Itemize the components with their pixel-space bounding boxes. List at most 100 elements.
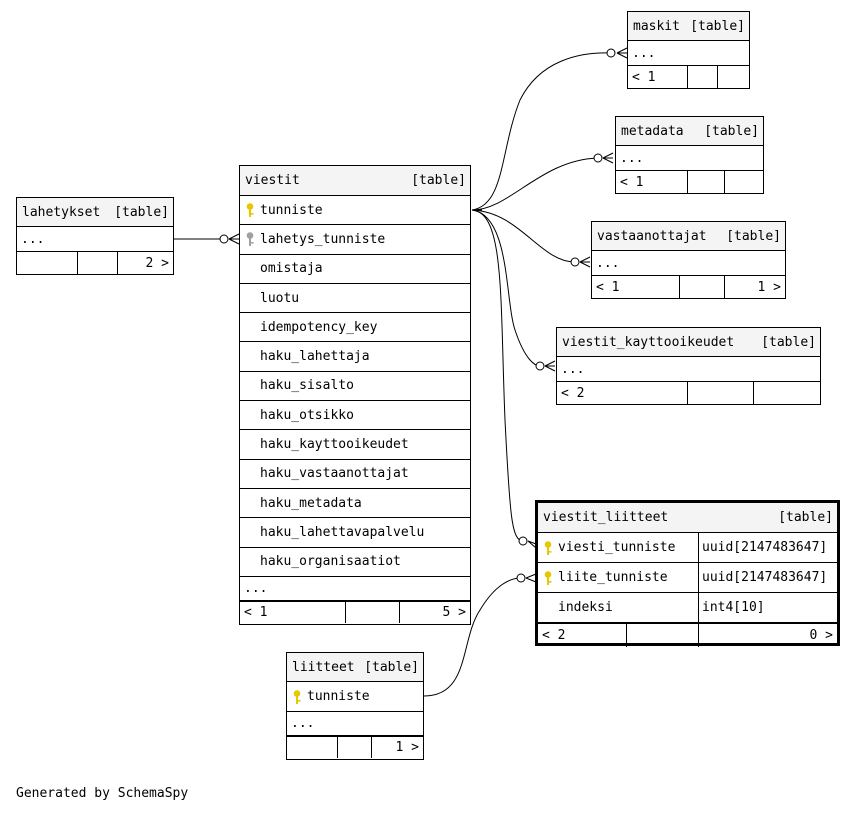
column-name: tunniste: [260, 202, 323, 218]
table-header: vastaanottajat [table]: [592, 222, 785, 251]
column-name: haku_otsikko: [260, 407, 354, 423]
column-row[interactable]: haku_kayttooikeudet: [240, 430, 470, 460]
column-type: uuid[2147483647]: [702, 570, 828, 585]
edge-viestit-metadata: [471, 157, 599, 211]
column-row-viesti-tunniste[interactable]: viesti_tunniste uuid[2147483647]: [538, 533, 837, 563]
table-footer: < 2: [557, 382, 820, 404]
table-type: [table]: [778, 510, 833, 525]
foot-children: 5 >: [442, 604, 466, 620]
table-type: [table]: [690, 18, 745, 34]
foot-children: 2 >: [145, 255, 169, 271]
table-header: viestit [table]: [240, 166, 470, 196]
edge-viestit-kayttooikeudet: [471, 209, 541, 367]
table-metadata[interactable]: metadata [table] ... < 1: [615, 116, 764, 194]
column-name: omistaja: [260, 261, 323, 277]
ellipsis-row: ...: [240, 577, 470, 601]
table-footer: < 1: [628, 66, 749, 88]
column-row-tunniste[interactable]: tunniste: [287, 682, 423, 712]
key-icon: [538, 540, 558, 556]
column-name: luotu: [260, 290, 300, 306]
table-header: liitteet [table]: [287, 653, 423, 682]
table-header: metadata [table]: [616, 117, 763, 146]
column-name: haku_organisaatiot: [260, 554, 401, 570]
table-type: [table]: [726, 228, 781, 244]
table-header: viestit_liitteet [table]: [538, 503, 837, 533]
column-row[interactable]: haku_otsikko: [240, 401, 470, 431]
column-name: lahetys_tunniste: [260, 231, 386, 247]
column-row[interactable]: haku_organisaatiot: [240, 548, 470, 577]
edge-viestit-liitteet-viesti: [471, 209, 524, 542]
column-type: int4[10]: [702, 600, 765, 615]
column-name: haku_metadata: [260, 495, 362, 511]
foot-children: 1 >: [395, 740, 419, 755]
table-viestit-kayttooikeudet[interactable]: viestit_kayttooikeudet [table] ... < 2: [556, 327, 821, 405]
table-name: viestit: [245, 173, 300, 188]
column-row[interactable]: haku_lahettaja: [240, 342, 470, 372]
column-row-liite-tunniste[interactable]: liite_tunniste uuid[2147483647]: [538, 563, 837, 593]
table-footer: 1 >: [287, 736, 423, 758]
key-icon: [240, 202, 260, 218]
table-maskit[interactable]: maskit [table] ... < 1: [627, 11, 750, 89]
column-row-lahetys-tunniste[interactable]: lahetys_tunniste: [240, 225, 470, 255]
foot-children: [718, 66, 749, 88]
column-name: viesti_tunniste: [558, 540, 676, 555]
foot-columns: [688, 66, 718, 88]
ellipsis-row: ...: [287, 712, 423, 736]
table-liitteet[interactable]: liitteet [table] tunniste ... 1 >: [286, 652, 424, 760]
table-name: viestit_liitteet: [543, 510, 669, 525]
table-type: [table]: [364, 659, 419, 675]
foot-children: 1 >: [757, 279, 781, 295]
ellipsis-row: ...: [616, 146, 763, 171]
table-vastaanottajat[interactable]: vastaanottajat [table] ... < 1 1 >: [591, 221, 786, 299]
column-name: haku_lahettavapalvelu: [260, 524, 425, 540]
column-row[interactable]: luotu: [240, 284, 470, 314]
foot-parents: < 1: [616, 171, 688, 193]
foot-columns: [338, 737, 372, 758]
edge-liitteet-viestit-liitteet: [423, 577, 522, 697]
column-row[interactable]: haku_metadata: [240, 489, 470, 519]
ellipsis-row: ...: [17, 227, 173, 252]
foot-columns: [688, 171, 725, 193]
column-row[interactable]: haku_lahettavapalvelu: [240, 518, 470, 548]
foot-children: [725, 171, 763, 193]
table-lahetykset[interactable]: lahetykset [table] ... 2 >: [16, 197, 174, 275]
table-name: vastaanottajat: [597, 228, 707, 244]
table-type: [table]: [411, 173, 466, 188]
table-name: maskit: [633, 18, 680, 34]
foot-parents: < 1: [592, 276, 680, 298]
column-row-tunniste[interactable]: tunniste: [240, 196, 470, 226]
ellipsis-row: ...: [592, 251, 785, 276]
table-header: lahetykset [table]: [17, 198, 173, 227]
column-row[interactable]: idempotency_key: [240, 313, 470, 343]
foot-columns: [688, 382, 754, 404]
key-icon: [287, 689, 307, 705]
foot-parents: [17, 252, 78, 274]
column-name: haku_vastaanottajat: [260, 466, 409, 482]
foot-parents: < 1: [240, 601, 346, 623]
table-header: viestit_kayttooikeudet [table]: [557, 328, 820, 357]
key-icon: [538, 570, 558, 586]
column-name: tunniste: [307, 689, 370, 704]
foot-columns: [346, 601, 400, 623]
table-name: viestit_kayttooikeudet: [562, 334, 735, 350]
edge-viestit-maskit: [471, 52, 612, 211]
column-name: haku_sisalto: [260, 378, 354, 394]
column-name: haku_lahettaja: [260, 349, 370, 365]
foot-parents: < 1: [628, 66, 688, 88]
foot-columns: [78, 252, 118, 274]
column-row[interactable]: haku_vastaanottajat: [240, 460, 470, 489]
column-name: idempotency_key: [260, 319, 378, 335]
foot-parents: [287, 737, 338, 758]
table-viestit-liitteet[interactable]: viestit_liitteet [table] viesti_tunniste…: [535, 500, 840, 647]
column-row-indeksi[interactable]: indeksi int4[10]: [538, 593, 837, 623]
foot-children: [754, 382, 820, 404]
column-row[interactable]: omistaja: [240, 255, 470, 284]
table-footer: < 1: [616, 171, 763, 193]
column-name: liite_tunniste: [558, 570, 668, 585]
foot-parents: < 2: [557, 382, 688, 404]
foot-columns: [627, 624, 699, 647]
column-row[interactable]: haku_sisalto: [240, 372, 470, 402]
table-viestit[interactable]: viestit [table] tunniste lahetys_tunnist…: [239, 165, 471, 625]
column-name: haku_kayttooikeudet: [260, 437, 409, 453]
